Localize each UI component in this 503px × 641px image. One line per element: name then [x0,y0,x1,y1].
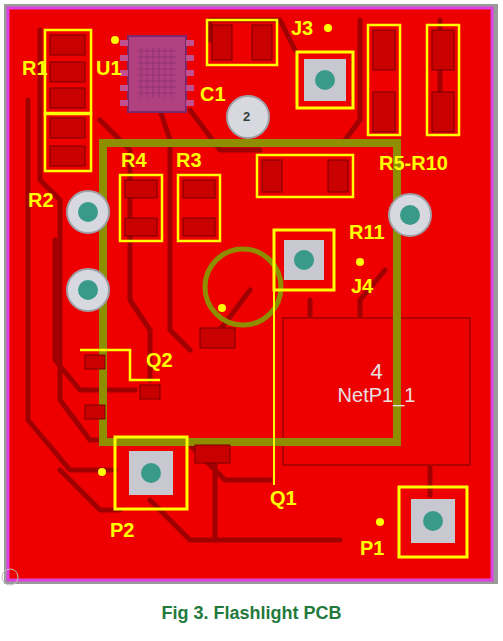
component-designator: R4 [121,150,147,170]
component-designator: R3 [176,150,202,170]
component-designator: P1 [360,538,384,558]
component-designator: Q1 [270,488,297,508]
component-designator: P2 [110,520,134,540]
component-designator: U1 [96,58,122,78]
net-name: NetP1_1 [283,384,470,406]
component-designator: Q2 [146,350,173,370]
component-designator: J4 [351,276,373,296]
pad-number: 2 [243,110,250,123]
component-designator: R5-R10 [379,153,448,173]
component-designator: R2 [28,190,54,210]
component-designator: R11 [349,222,385,242]
copper-net-region: 4NetP1_1 [283,318,470,465]
component-designator: C1 [200,84,226,104]
component-designator: R1 [22,58,48,78]
component-designator: J3 [291,18,313,38]
net-number: 4 [283,360,470,384]
figure-caption: Fig 3. Flashlight PCB [0,603,503,624]
